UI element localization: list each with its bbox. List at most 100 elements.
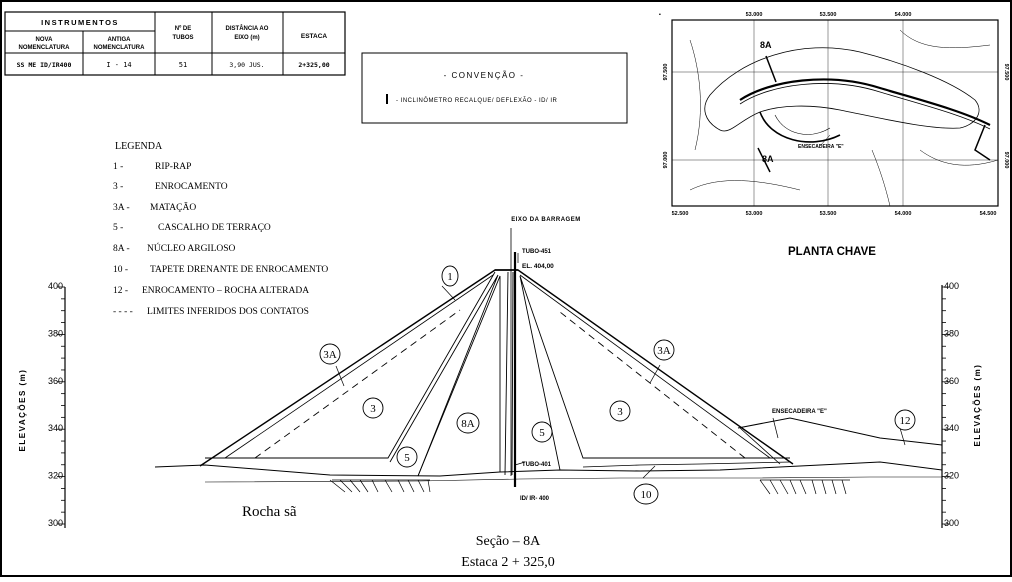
legend-label: ENROCAMENTO – ROCHA ALTERADA: [142, 286, 309, 296]
map-tick-bottom: 54.000: [895, 211, 912, 217]
map-tick-right: 97.000: [1003, 152, 1009, 169]
elevation-axis-left: 400 380 360 340 320 300: [48, 281, 66, 528]
zone-label: 12: [900, 415, 911, 427]
legend-key: 10 -: [113, 265, 128, 275]
convention-title: - CONVENÇÃO -: [444, 71, 525, 80]
table-header-station: ESTACA: [301, 33, 328, 40]
map-cofferdam: [759, 111, 841, 143]
map-tick-left: 97.000: [663, 152, 669, 169]
axis-tick-label: 340: [48, 423, 63, 433]
zone-marker: [653, 339, 675, 361]
legend-key: 8A -: [113, 244, 130, 254]
map-tick-top: 53.500: [820, 12, 837, 18]
map-tick-left: 97.500: [663, 64, 669, 81]
legend-label: TAPETE DRENANTE DE ENROCAMENTO: [150, 265, 328, 275]
legend-key: 5 -: [113, 223, 123, 233]
legend-label: CASCALHO DE TERRAÇO: [158, 223, 271, 233]
map-tick-bottom: 52.500: [672, 211, 689, 217]
zone-label: 1: [447, 271, 453, 283]
zone-label: 10: [641, 489, 653, 501]
legend-label: ENROCAMENTO: [155, 182, 228, 192]
section-title: Seção – 8A: [476, 534, 541, 549]
zone-marker: [633, 483, 659, 505]
elevation-axis-title-right: ELEVAÇÕES (m): [973, 364, 982, 447]
map-section-label: 8A: [760, 40, 772, 50]
axis-tick-label: 340: [944, 423, 959, 433]
axis-tick-label: 320: [944, 471, 959, 481]
axis-tick-label: 360: [944, 376, 959, 386]
zone-label: 5: [404, 452, 410, 464]
zone-marker: [362, 397, 384, 419]
map-terrain-lines: [689, 29, 999, 207]
axis-tick-label: 300: [944, 518, 959, 528]
map-section-line: [757, 147, 771, 173]
legend-label: MATAÇÃO: [150, 201, 196, 213]
drain-layer-top: [582, 461, 791, 468]
elevation-axis-right: 400 380 360 340 320 300: [941, 281, 959, 528]
tube-top-label: TUBO-451: [522, 249, 552, 255]
axis-tick-label: 300: [48, 518, 63, 528]
zone-marker: [609, 400, 631, 422]
table-cell-distance: 3,90 JUS.: [229, 61, 264, 69]
convention-item: - INCLINÔMETRO RECALQUE/ DEFLEXÃO - ID/ …: [396, 97, 558, 104]
map-cofferdam-inner: [774, 114, 831, 135]
cofferdam-outline: [737, 417, 943, 446]
zone-label: 3A: [657, 345, 671, 357]
axis-tick-label: 320: [48, 471, 63, 481]
axis-tick-label: 380: [944, 328, 959, 338]
riprap-inner-downstream: [519, 274, 771, 459]
map-tick-top-left: ▪: [659, 12, 661, 18]
zone-label: 3: [617, 406, 623, 418]
map-tick-top: 53.000: [746, 12, 763, 18]
table-cell-tubes: 51: [179, 61, 187, 69]
axis-tick-label: 400: [944, 281, 959, 291]
legend-title: LEGENDA: [115, 141, 163, 152]
zone-marker: [456, 412, 480, 434]
zone-label: 3A: [323, 349, 337, 361]
zone-label: 3: [370, 403, 376, 415]
inferred-limit-upstream: [254, 309, 461, 459]
elevation-axis-title-left: ELEVAÇÕES (m): [18, 369, 27, 452]
map-spillway: [974, 124, 991, 161]
legend-key: 3A -: [113, 203, 130, 213]
zone-marker: [319, 343, 341, 365]
map-section-line: [765, 55, 777, 83]
foundation-line: [204, 476, 942, 483]
convention-box: - CONVENÇÃO - - INCLINÔMETRO RECALQUE/ D…: [361, 52, 628, 124]
map-tick-bottom: 54.500: [980, 211, 997, 217]
axis-tick-label: 380: [48, 328, 63, 338]
legend-label: NÚCLEO ARGILOSO: [147, 242, 236, 254]
rock-hatching: [329, 479, 850, 495]
map-dam-axis: [739, 78, 991, 126]
zone-label: 8A: [461, 418, 475, 430]
map-tick-bottom: 53.500: [820, 211, 837, 217]
table-cell-old: I - 14: [106, 61, 131, 69]
legend-label: LIMITES INFERIDOS DOS CONTATOS: [147, 307, 309, 317]
riprap-inner-upstream: [224, 274, 494, 459]
axis-tick-label: 360: [48, 376, 63, 386]
table-cell-station: 2+325,00: [298, 61, 329, 69]
map-tick-bottom: 53.000: [746, 211, 763, 217]
zone-boundary-5-upstream: [389, 274, 499, 477]
legend-key: - - - -: [113, 307, 133, 317]
axis-tick-label: 400: [48, 281, 63, 291]
map-cofferdam-label: ENSECADEIRA "E": [798, 144, 844, 150]
zone-boundary-downstream: [519, 275, 790, 471]
core-axis: [504, 271, 514, 476]
key-map-title: PLANTA CHAVE: [788, 246, 876, 258]
map-tick-top: 54.000: [895, 12, 912, 18]
rock-label: Rocha sã: [242, 504, 297, 520]
map-section-label: 8A: [762, 154, 774, 164]
zone-marker: [894, 409, 916, 431]
zone-marker: [441, 265, 459, 287]
instrument-bottom-label: ID/ IR- 400: [520, 496, 550, 502]
